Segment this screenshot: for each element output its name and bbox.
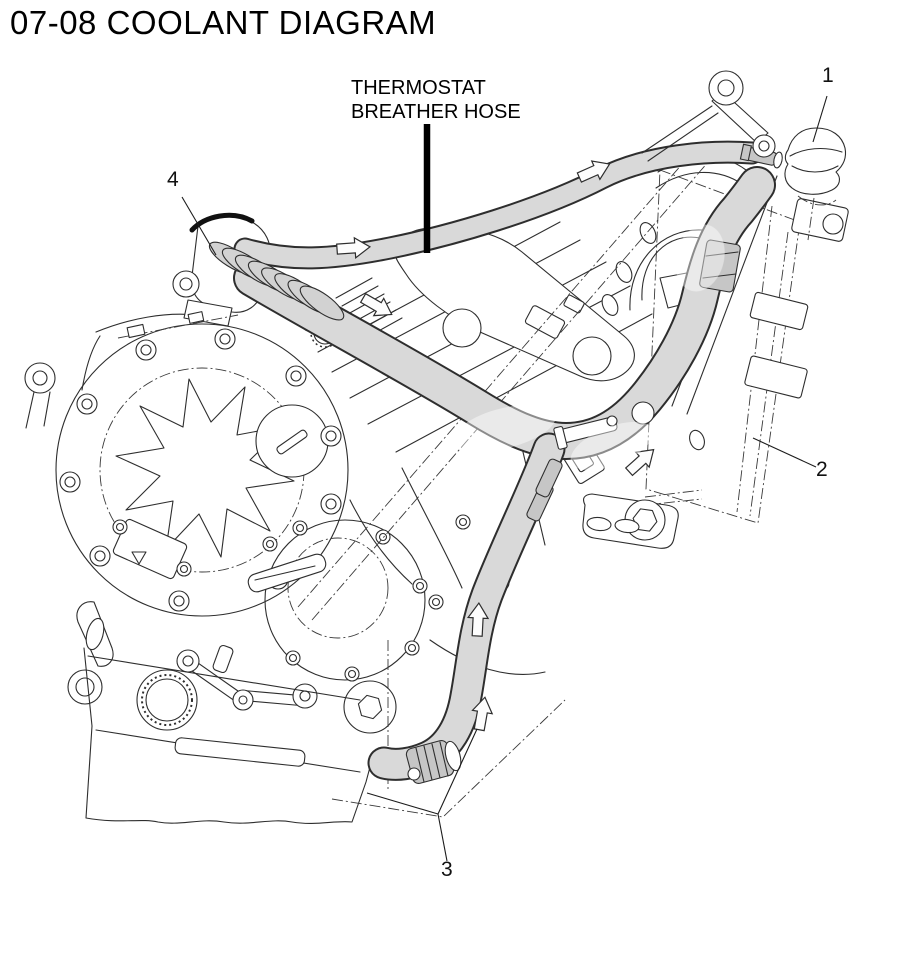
overlay-parts xyxy=(405,70,776,785)
hose-clamp-fitting xyxy=(405,739,462,785)
callout-1-radiator-cap: 1 xyxy=(822,64,834,87)
watermark-wash xyxy=(454,224,725,652)
page-title: 07-08 COOLANT DIAGRAM xyxy=(10,4,437,41)
annotation-line-2: BREATHER HOSE xyxy=(351,101,521,123)
callout-2-radiator: 2 xyxy=(816,458,828,481)
annotation-line-1: THERMOSTAT xyxy=(351,77,486,99)
stator-star xyxy=(115,378,295,558)
leader-lines xyxy=(181,95,828,862)
radiator-cap xyxy=(784,127,847,195)
callout-3-hose-clamps: 3 xyxy=(441,858,453,881)
radiator xyxy=(645,127,849,524)
thermostat-breather-hose-label: THERMOSTAT BREATHER HOSE xyxy=(351,76,521,124)
callout-4-thermostat: 4 xyxy=(167,168,179,191)
